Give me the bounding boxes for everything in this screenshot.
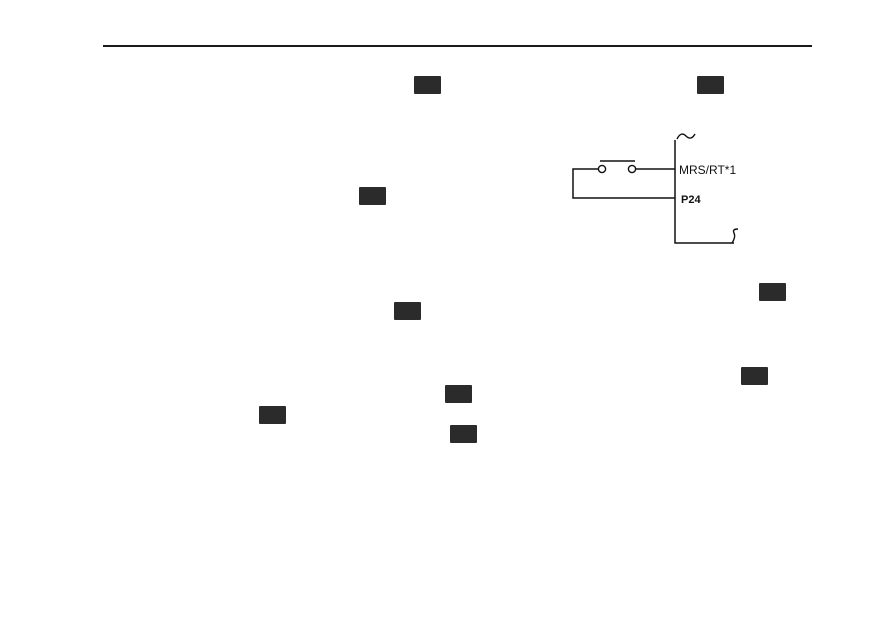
redacted-tag-8: [259, 406, 286, 424]
switch-contact-left: [597, 164, 607, 174]
terminal-1-label: MRS/RT*1: [679, 163, 736, 177]
redacted-tag-4: [759, 283, 786, 301]
terminal-block-outline: [674, 140, 734, 244]
redacted-tag-6: [741, 367, 768, 385]
wiring-diagram: MRS/RT*1 P24: [572, 133, 739, 244]
break-marker-bottom: [731, 228, 739, 244]
wire-loop: [572, 168, 675, 199]
redacted-tag-2: [697, 76, 724, 94]
header-rule: [103, 45, 812, 47]
redacted-tag-9: [450, 425, 477, 443]
redacted-tag-7: [445, 385, 472, 403]
redacted-tag-5: [394, 302, 421, 320]
break-marker-top: [676, 133, 696, 140]
switch-contact-right: [627, 164, 637, 174]
terminal-2-label: P24: [681, 194, 701, 206]
redacted-tag-3: [359, 187, 386, 205]
redacted-tag-1: [414, 76, 441, 94]
